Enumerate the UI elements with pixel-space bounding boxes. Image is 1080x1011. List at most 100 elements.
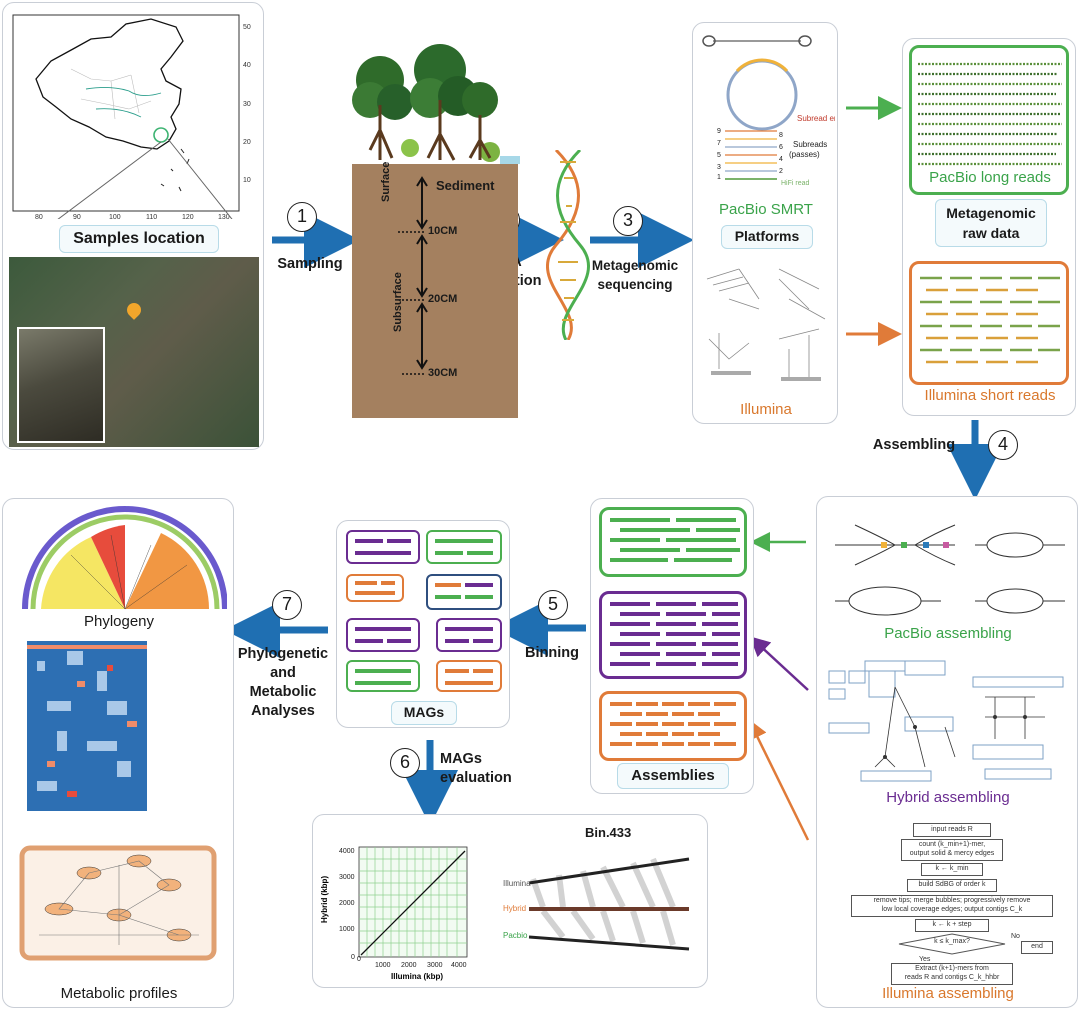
- step-4-marker: 4: [988, 430, 1018, 460]
- dna-helix-icon: [546, 150, 590, 340]
- dotplot: 0 1000 2000 3000 4000 0 1000 2000 3000 4…: [320, 846, 468, 981]
- assemblies-label: Assemblies: [617, 763, 729, 789]
- pass-number: 3: [717, 164, 721, 171]
- y-tick: 4000: [339, 848, 355, 855]
- depth-markers: [398, 176, 428, 375]
- step-1-marker: 1: [287, 202, 317, 232]
- lon-tick: 90: [73, 214, 81, 219]
- satellite-image: [9, 257, 259, 447]
- pacbio-long-reads-box: [909, 45, 1069, 195]
- flow-yes-label: Yes: [919, 956, 931, 963]
- depth-10cm: 10CM: [428, 225, 458, 237]
- track-pacbio-label: Pacbio: [503, 931, 528, 940]
- assemblies-panel: Assemblies: [590, 498, 754, 794]
- hifi-read-text: HiFi read: [781, 180, 810, 187]
- field-photo: [17, 327, 105, 443]
- step-3-label: Metagenomic sequencing: [591, 258, 679, 292]
- pacbio-smrt-title: PacBio SMRT: [719, 201, 813, 218]
- phylogeny-tree: [22, 506, 227, 610]
- lon-tick: 100: [109, 214, 121, 219]
- lat-tick: 30: [243, 101, 251, 108]
- mangrove-trees: [352, 44, 520, 164]
- x-tick: 1000: [375, 962, 391, 969]
- lon-tick: 120: [182, 214, 194, 219]
- hybrid-assembly-box: [599, 591, 747, 679]
- analysis-panel: Phylogeny Metabolic profiles: [2, 498, 234, 1008]
- flow-remove-box: remove tips; merge bubbles; progressivel…: [851, 895, 1053, 917]
- pass-number: 8: [779, 132, 783, 139]
- long-reads: [918, 62, 1062, 166]
- samples-location-panel: 50 40 30 20 10 80 90 100 110 120 130 Sam…: [2, 2, 264, 450]
- raw-data-panel: PacBio long reads Metagenomic raw data I…: [902, 38, 1076, 416]
- lat-tick: 40: [243, 62, 251, 69]
- x-tick: 2000: [401, 962, 417, 969]
- y-axis-label: Hybrid (kbp): [320, 876, 329, 923]
- pass-number: 5: [717, 152, 721, 159]
- pacbio-assembly-box: [599, 507, 747, 577]
- metagenomic-raw-data-label: Metagenomic raw data: [935, 199, 1047, 247]
- mags-label: MAGs: [391, 701, 457, 725]
- pacbio-assembly-graphs: [835, 524, 1065, 616]
- step-5-marker: 5: [538, 590, 568, 620]
- illumina-flowcell-diagram: [706, 268, 826, 381]
- passes-text: (passes): [789, 150, 820, 159]
- pass-number: 7: [717, 140, 721, 147]
- illumina-flowchart: input reads R count (k_min+1)-mer, outpu…: [841, 823, 1071, 985]
- illumina-assembling-title: Illumina assembling: [882, 985, 1014, 1002]
- hybrid-assembling-title: Hybrid assembling: [886, 789, 1010, 806]
- pass-number: 2: [779, 168, 783, 175]
- illumina-platform-title: Illumina: [740, 401, 792, 418]
- phylogeny-title: Phylogeny: [83, 613, 155, 630]
- flow-build-box: build SdBG of order k: [907, 879, 997, 892]
- y-tick: 2000: [339, 900, 355, 907]
- metabolic-heatmap: [27, 641, 147, 811]
- flow-step-box: k ← k + step: [915, 919, 989, 932]
- lon-tick: 80: [35, 214, 43, 219]
- flow-extract-box: Extract (k+1)-mers from reads R and cont…: [891, 963, 1013, 985]
- platforms-panel: 9 8 7 6 5 4 3 2 1 Subread errors Subread…: [692, 22, 838, 424]
- track-hybrid-label: Hybrid: [503, 904, 527, 913]
- y-tick: 3000: [339, 874, 355, 881]
- soil-column: [352, 164, 518, 418]
- illumina-short-reads-box: [909, 261, 1069, 385]
- flow-k-box: k ← k_min: [921, 863, 983, 876]
- subreads-text: Subreads: [793, 140, 827, 149]
- step-6-label: MAGs evaluation: [440, 751, 512, 786]
- illumina-assembly-box: [599, 691, 747, 761]
- smrt-diagram: 9 8 7 6 5 4 3 2 1 Subread errors Subread…: [702, 35, 835, 187]
- y-tick: 1000: [339, 926, 355, 933]
- pass-number: 9: [717, 128, 721, 135]
- pacbio-long-reads-label: PacBio long reads: [929, 169, 1051, 186]
- pass-number: 6: [779, 144, 783, 151]
- flow-decision: [898, 933, 1006, 955]
- x-tick: 4000: [451, 962, 467, 969]
- x-tick: 0: [357, 956, 361, 963]
- subread-errors-text: Subread errors: [797, 114, 835, 123]
- platforms-label: Platforms: [721, 225, 813, 249]
- green-contigs: [610, 518, 740, 562]
- subsurface-label: Subsurface: [392, 272, 404, 332]
- pass-number: 4: [779, 156, 783, 163]
- mags-panel: MAGs: [336, 520, 510, 728]
- sediment-label: Sediment: [436, 178, 495, 193]
- mags-evaluation-panel: 0 1000 2000 3000 4000 0 1000 2000 3000 4…: [312, 814, 708, 988]
- illumina-short-reads-label: Illumina short reads: [924, 387, 1056, 404]
- china-map: 50 40 30 20 10 80 90 100 110 120 130: [12, 14, 251, 219]
- step-1-label: Sampling: [277, 256, 343, 272]
- y-tick: 0: [351, 954, 355, 961]
- metabolic-profiles-title: Metabolic profiles: [60, 985, 178, 1002]
- flow-count-box: count (k_min+1)-mer, output solid & merc…: [901, 839, 1003, 861]
- flow-input-box: input reads R: [913, 823, 991, 837]
- flow-decision-text: k ≤ k_max?: [934, 938, 970, 945]
- track-illumina-label: Illumina: [503, 879, 531, 888]
- synteny-plot: [528, 857, 690, 951]
- bin-title: Bin.433: [585, 825, 632, 840]
- metabolic-map: [19, 845, 217, 961]
- step-4-label: Assembling: [872, 437, 956, 453]
- flow-end-box: end: [1021, 941, 1053, 954]
- hybrid-assembly-flowchart: [828, 660, 1064, 782]
- lat-tick: 10: [243, 177, 251, 184]
- flow-no-label: No: [1011, 933, 1020, 940]
- lat-tick: 20: [243, 139, 251, 146]
